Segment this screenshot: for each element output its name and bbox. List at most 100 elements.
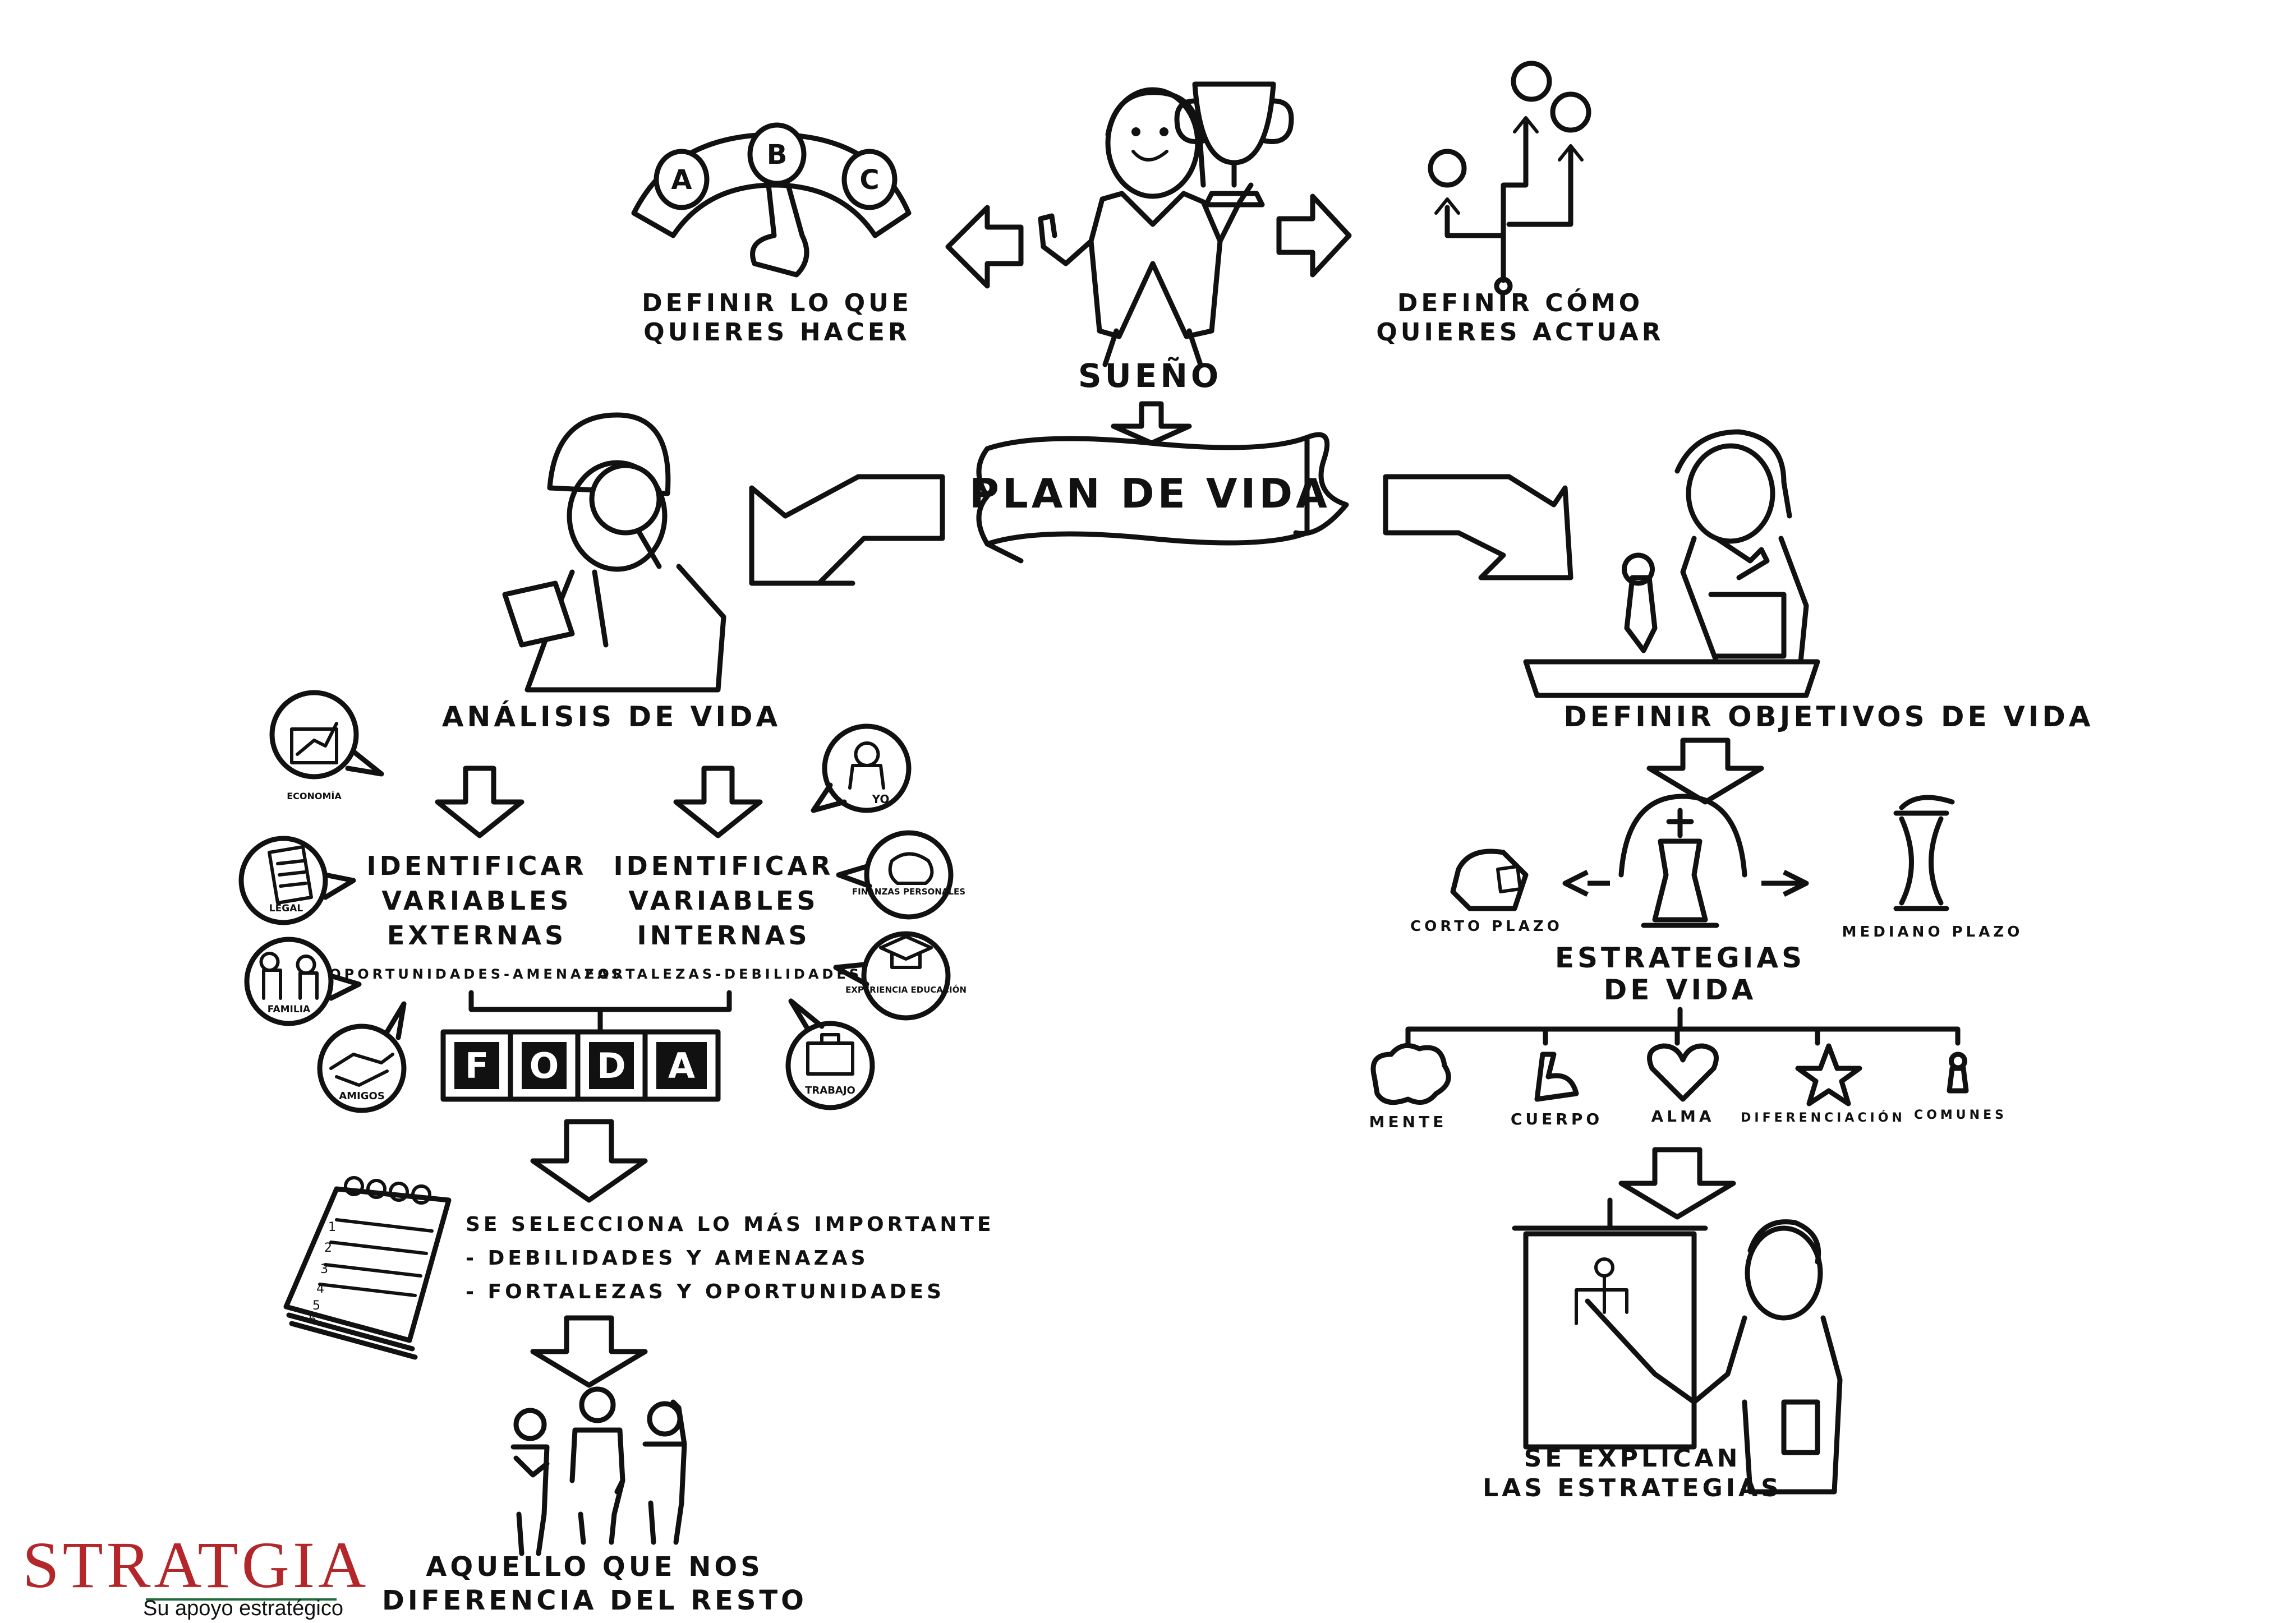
arrow-short-term [1562,869,1610,897]
heart-icon [1647,1043,1719,1102]
bubble-amigos: AMIGOS [317,1001,407,1113]
plan-scroll-banner [976,432,1349,564]
branch-cuerpo: CUERPO [1511,1052,1603,1128]
bubble-familia: FAMILIA [244,937,362,1026]
dream-woman-trophy-illustration [1038,81,1294,367]
svg-text:ALMA: ALMA [1651,1107,1714,1126]
external-sub: OPORTUNIDADES-AMENAZAS [329,966,624,982]
foda-bracket [468,990,732,1032]
sculptor-illustration [1523,429,1820,698]
button-c: C [841,149,898,210]
piggy-bank-icon [888,852,934,885]
dream-down-arrow [1111,401,1192,446]
dream-label: SUEÑO [1078,356,1222,395]
short-term-label: CORTO PLAZO [1410,918,1563,935]
svg-text:ECONOMÍA: ECONOMÍA [287,791,342,801]
svg-text:LEGAL: LEGAL [269,903,303,914]
bubble-finanzas: FINANZAS PERSONALES [836,830,965,920]
define-how-line1: DEFINIR CÓMO [1397,288,1643,317]
svg-text:5: 5 [312,1299,320,1313]
arrow-down-strategies [1646,737,1764,805]
foda-d: D [597,1045,625,1086]
graduation-cap-icon [879,935,933,969]
svg-text:6: 6 [309,1313,316,1327]
select-item-2: - FORTALEZAS Y OPORTUNIDADES [466,1280,945,1303]
svg-text:A: A [671,164,692,196]
foda-puzzle: F O D A [440,1029,721,1102]
svg-text:MENTE: MENTE [1369,1113,1447,1131]
abc-buttons-illustration: A B C [631,122,912,278]
arrow-medium-term [1761,869,1809,897]
fist-cash-illustration [1450,849,1529,911]
branch-comunes: COMUNES [1914,1052,2007,1122]
explain-line2: LAS ESTRATEGIAS [1483,1474,1782,1502]
svg-text:DIFERENCIACIÓN: DIFERENCIACIÓN [1741,1110,1906,1125]
three-people-illustration [510,1386,687,1556]
plan-title: PLAN DE VIDA [969,470,1331,517]
svg-text:TRABAJO: TRABAJO [805,1085,855,1096]
bubble-trabajo: TRABAJO [785,998,875,1110]
select-item-1: - DEBILIDADES Y AMENAZAS [466,1247,869,1270]
arrow-down-select [530,1119,648,1203]
external-line2: VARIABLES [381,886,572,916]
arrow-down-external [435,766,524,838]
svg-text:YO: YO [872,792,890,806]
legal-document-icon [268,845,313,905]
bubble-economia: ECONOMÍA [269,690,384,801]
arrow-down-difference [530,1315,648,1388]
clipboard-icon [1781,1399,1820,1455]
briefcase-icon [806,1033,854,1076]
economy-chart-icon [290,722,338,764]
chess-king-hand-illustration [1618,794,1747,928]
define-how-line2: QUIERES ACTUAR [1376,318,1664,347]
svg-text:1: 1 [328,1220,336,1234]
medium-term-label: MEDIANO PLAZO [1842,924,2023,940]
internal-line1: IDENTIFICAR [613,851,834,881]
muscle-arm-icon [1534,1052,1579,1102]
arrow-to-objectives [1383,474,1573,580]
bubble-legal: LEGAL [238,836,356,925]
difference-line2: DIFERENCIA DEL RESTO [382,1585,807,1616]
svg-text:AMIGOS: AMIGOS [339,1090,385,1102]
star-icon [1795,1043,1862,1106]
explain-line1: SE EXPLICAN [1524,1444,1741,1473]
arrow-down-explain [1618,1147,1736,1220]
svg-text:CUERPO: CUERPO [1511,1110,1603,1128]
svg-text:2: 2 [324,1241,332,1255]
happy-face-icon [1550,91,1591,133]
button-a: A [654,149,710,210]
presenter-board-illustration [1512,1197,1843,1495]
logo-brand: STRATGIA [22,1528,369,1602]
surprised-face-icon [1511,61,1552,102]
difference-line1: AQUELLO QUE NOS [426,1551,763,1583]
strategy-branch-lines [1405,1007,1961,1046]
select-title: SE SELECCIONA LO MÁS IMPORTANTE [466,1212,995,1236]
detective-analysis-illustration [502,412,726,693]
internal-line3: INTERNAS [637,920,810,951]
external-line1: IDENTIFICAR [366,851,587,881]
handshake-icon [329,1053,394,1087]
button-b: B [747,122,807,186]
svg-text:COMUNES: COMUNES [1914,1108,2007,1122]
brain-icon [1370,1043,1451,1105]
pawn-icon [1947,1052,1969,1094]
strategies-line1: ESTRATEGIAS [1555,942,1805,974]
svg-text:C: C [859,164,879,196]
book-icon [502,580,575,648]
self-person-icon [848,741,885,790]
bubble-yo: YO [811,723,912,813]
internal-line2: VARIABLES [628,886,818,916]
foda-f: F [465,1045,489,1086]
svg-text:B: B [767,139,788,170]
family-icon [259,952,319,1000]
strategies-line2: DE VIDA [1604,974,1757,1006]
left-arrow [945,205,1024,289]
sculpture-icon [1622,552,1658,653]
define-what-line2: QUIERES HACER [643,318,910,347]
define-what-line1: DEFINIR LO QUE [642,289,912,317]
arrow-to-analysis [749,474,945,586]
external-line3: EXTERNAS [387,920,567,951]
magnifying-glass-icon [589,463,662,536]
branch-diferenciacion: DIFERENCIACIÓN [1741,1043,1906,1125]
svg-text:4: 4 [316,1282,324,1296]
